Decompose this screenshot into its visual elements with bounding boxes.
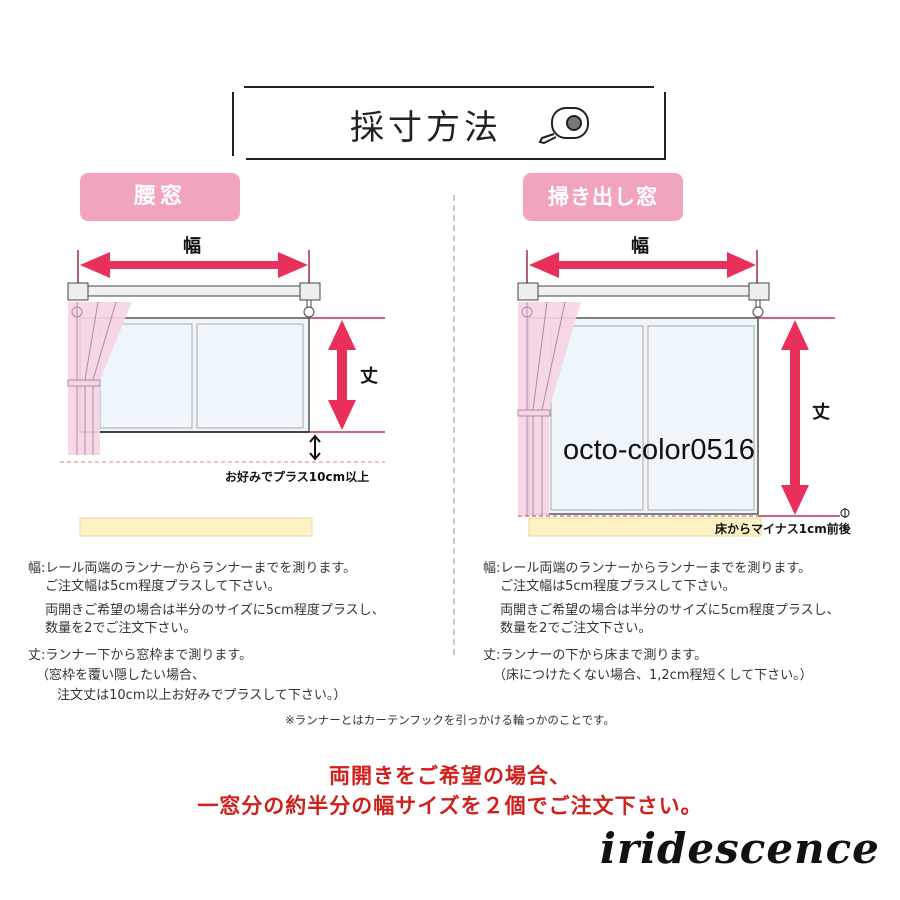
tape-measure-icon [538, 107, 589, 144]
left-extra-note: お好みでプラス10cm以上 [225, 470, 370, 484]
brand-signature: iridescence [600, 824, 880, 873]
right-height-label: 丈 [812, 402, 830, 423]
right-instruction-1: 幅:レール両端のランナーからランナーまでを測ります。 [483, 561, 812, 576]
watermark-text: octo-color0516 [563, 434, 755, 466]
right-instruction-3: 両開きご希望の場合は半分のサイズに5cm程度プラスし、 [483, 603, 840, 618]
right-instruction-4: 数量を2でご注文下さい。 [483, 621, 652, 636]
left-width-label: 幅 [183, 236, 201, 257]
right-instruction-5: 丈:ランナーの下から床まで測ります。 [483, 648, 708, 663]
right-extra-note: 床からマイナス1cm前後 [715, 522, 851, 536]
left-height-label: 丈 [360, 366, 378, 387]
left-window-diagram [60, 250, 385, 537]
page-title: 採寸方法 [350, 108, 502, 148]
badge-koshimado: 腰窓 [80, 173, 240, 221]
frame-line-bottom [246, 158, 666, 160]
right-instruction-6: （床につけたくない場合、1,2cm程短くして下さい。） [493, 668, 813, 683]
left-instruction-4: 数量を2でご注文下さい。 [28, 621, 197, 636]
frame-line-right [664, 92, 666, 158]
left-instruction-1: 幅:レール両端のランナーからランナーまでを測ります。 [28, 561, 357, 576]
badge-hakidashimado: 掃き出し窓 [523, 173, 683, 221]
right-width-label: 幅 [631, 236, 649, 257]
panel-divider [453, 195, 455, 655]
left-instruction-7: 注文丈は10cm以上お好みでプラスして下さい。） [40, 688, 347, 703]
right-instruction-2: ご注文幅は5cm程度プラスして下さい。 [483, 579, 736, 594]
runner-footnote: ※ランナーとはカーテンフックを引っかける輪っかのことです。 [285, 713, 615, 727]
left-instruction-6: （窓枠を覆い隠したい場合、 [36, 668, 206, 683]
frame-line-left [232, 92, 234, 156]
left-instruction-2: ご注文幅は5cm程度プラスして下さい。 [28, 579, 281, 594]
title-frame: 採寸方法 [232, 86, 666, 160]
frame-line-top [244, 86, 654, 88]
left-instruction-5: 丈:ランナー下から窓枠まで測ります。 [28, 648, 253, 663]
right-window-diagram [517, 250, 850, 537]
left-instruction-3: 両開きご希望の場合は半分のサイズに5cm程度プラスし、 [28, 603, 385, 618]
notice-line-2: 一窓分の約半分の幅サイズを２個でご注文下さい。 [197, 794, 703, 818]
notice-line-1: 両開きをご希望の場合、 [329, 764, 571, 788]
